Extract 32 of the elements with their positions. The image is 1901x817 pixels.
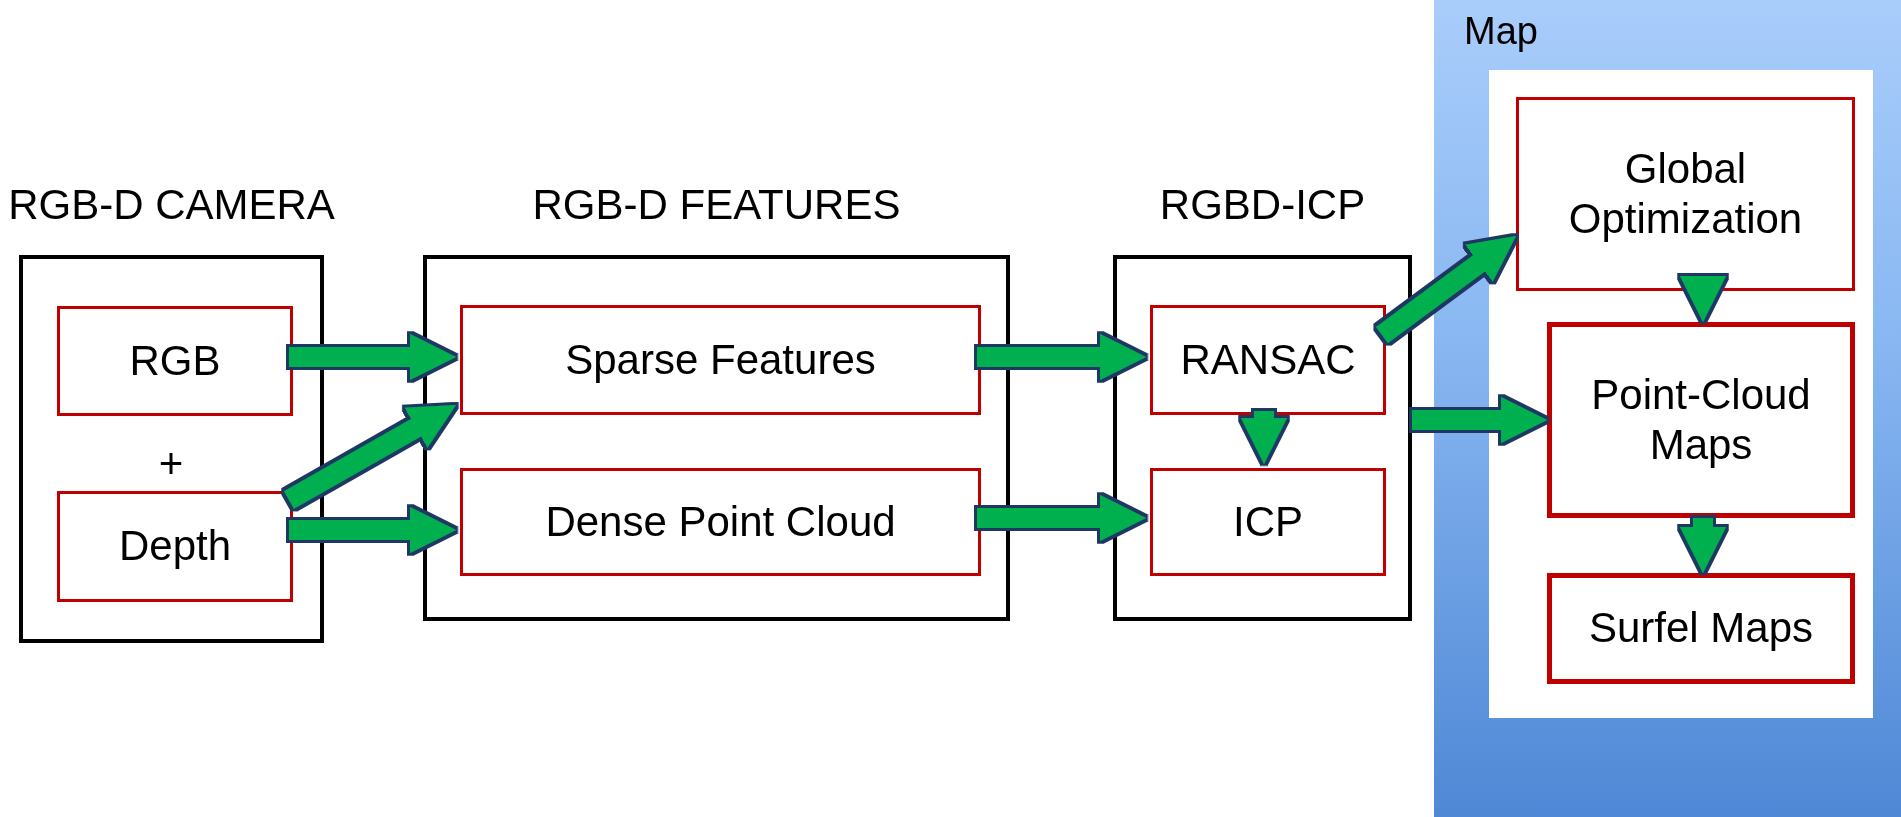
arrow — [1412, 397, 1547, 443]
arrow — [1241, 411, 1287, 464]
process-box — [1516, 97, 1855, 291]
arrow — [1680, 276, 1726, 322]
group-heading: RGB-D CAMERA — [8, 181, 335, 229]
box-label: Sparse Features — [565, 334, 876, 385]
group-heading: RGBD-ICP — [1159, 181, 1366, 229]
map-panel — [1434, 0, 1901, 817]
process-box — [57, 306, 293, 416]
plus-sign: + — [158, 440, 184, 488]
box-label: Dense Point Cloud — [545, 496, 896, 547]
group-heading: RGB-D FEATURES — [532, 181, 901, 229]
process-box — [1150, 305, 1386, 415]
arrow — [1680, 518, 1726, 573]
map-heading: Map — [1464, 10, 1538, 53]
arrow — [289, 334, 456, 380]
box-label: Global Optimization — [1567, 143, 1804, 244]
process-box — [1547, 322, 1855, 518]
box-label: Depth — [118, 521, 232, 572]
box-label: ICP — [1233, 496, 1303, 547]
process-box — [460, 468, 981, 576]
process-box — [460, 305, 981, 415]
box-label: RANSAC — [1180, 334, 1356, 385]
arrow — [977, 495, 1146, 541]
box-label: Point-Cloud Maps — [1590, 369, 1812, 470]
process-box — [57, 491, 293, 602]
arrow — [289, 507, 456, 553]
arrow — [977, 334, 1146, 380]
box-label: RGB — [129, 335, 221, 386]
process-box — [1547, 573, 1855, 684]
process-box — [1150, 468, 1386, 576]
box-label: Surfel Maps — [1588, 603, 1814, 654]
